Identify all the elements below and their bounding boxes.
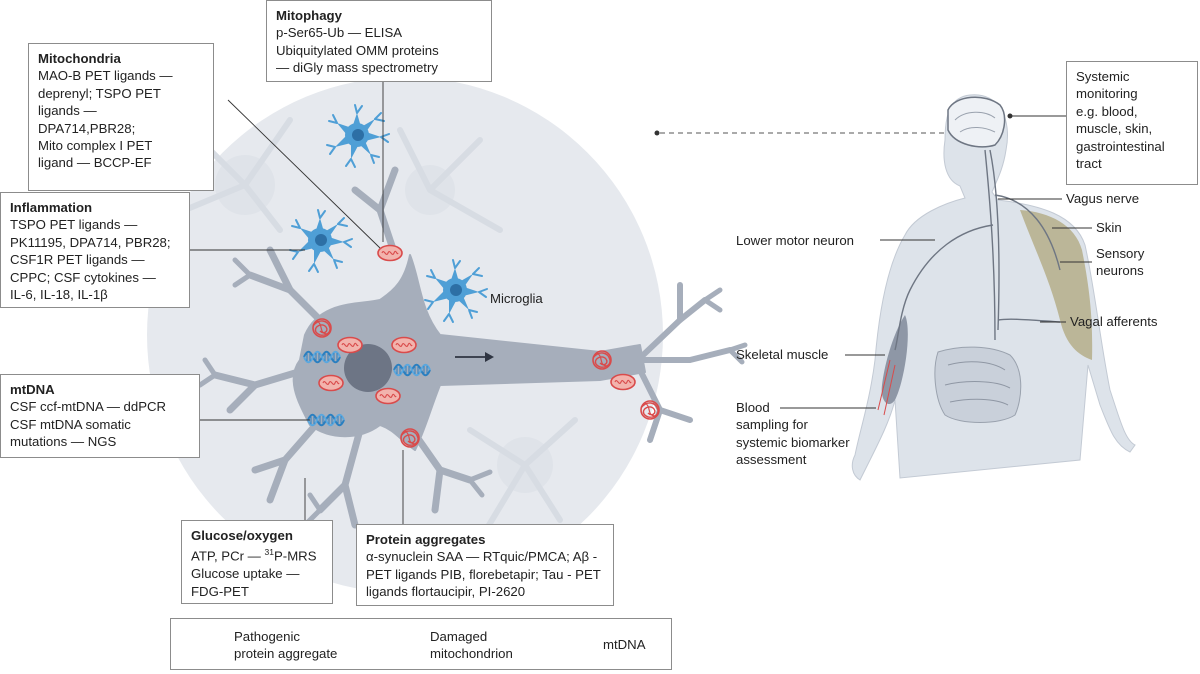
systemic-line: tract xyxy=(1076,156,1102,172)
blood-line: systemic biomarker xyxy=(736,434,850,450)
legend-mito-line: Damaged xyxy=(430,629,488,644)
mitochondria-line: DPA714,PBR28; xyxy=(38,120,136,136)
mitophagy-line: Ubiquitylated OMM proteins xyxy=(276,42,439,58)
mtdna-line: CSF ccf-mtDNA — ddPCR xyxy=(10,399,167,415)
mitophagy-line: p-Ser65-Ub — ELISA xyxy=(276,25,403,41)
glucose-oxygen-box: Glucose/oxygen ATP, PCr — 31P-MRS Glucos… xyxy=(181,520,333,604)
inflammation-line: CSF1R PET ligands — xyxy=(10,252,145,268)
glucose-line-1-sup: 31 xyxy=(264,547,274,558)
glucose-line-1-post: P-MRS xyxy=(274,548,317,564)
inflammation-line: IL-6, IL-18, IL-1β xyxy=(10,287,108,303)
inflammation-box: Inflammation TSPO PET ligands — PK11195,… xyxy=(0,192,190,308)
mitochondrion xyxy=(610,373,636,391)
systemic-line: monitoring xyxy=(1076,86,1138,102)
glucose-title: Glucose/oxygen xyxy=(191,528,293,543)
mitophagy-line: — diGly mass spectrometry xyxy=(276,60,438,76)
human-body xyxy=(851,94,1136,481)
blood-line: Blood xyxy=(736,400,770,415)
mitochondrion xyxy=(377,244,403,262)
glucose-line-1-pre: ATP, PCr — xyxy=(191,548,265,564)
gut xyxy=(934,346,1022,423)
mitochondria-line: ligand — BCCP-EF xyxy=(38,155,152,171)
inflammation-line: PK11195, DPA714, PBR28; xyxy=(10,234,171,250)
vagal-afferents-label: Vagal afferents xyxy=(1070,314,1158,329)
inflammation-title: Inflammation xyxy=(10,200,93,215)
sensory-neurons-label: Sensory neurons xyxy=(1096,245,1144,280)
legend-aggregate-line: protein aggregate xyxy=(234,646,338,661)
protein-aggregates-box: Protein aggregates α-synuclein SAA — RTq… xyxy=(356,524,614,606)
legend: Pathogenic protein aggregate Damaged mit… xyxy=(170,618,672,670)
skin-label: Skin xyxy=(1096,220,1122,235)
blood-line: sampling for xyxy=(736,417,808,433)
systemic-line: Systemic xyxy=(1076,69,1130,84)
legend-mito-label: Damaged mitochondrion xyxy=(430,628,513,662)
legend-aggregate-label: Pathogenic protein aggregate xyxy=(234,628,337,662)
body-connectors xyxy=(780,115,1092,409)
skeletal-muscle-label: Skeletal muscle xyxy=(736,347,829,362)
mitochondrion xyxy=(391,336,417,354)
mitochondria-line: Mito complex I PET xyxy=(38,138,153,154)
mitochondrion xyxy=(318,374,344,392)
nerves xyxy=(894,149,1061,351)
protein-line: PET ligands PIB, florebetapir; Tau - PET xyxy=(366,566,601,582)
glucose-line: FDG-PET xyxy=(191,583,249,599)
mtdna-box: mtDNA CSF ccf-mtDNA — ddPCR CSF mtDNA so… xyxy=(0,374,200,458)
skin-patch xyxy=(1020,210,1093,360)
vagus-nerve-label: Vagus nerve xyxy=(1066,191,1140,206)
mitochondrion xyxy=(337,336,363,354)
connector-lines xyxy=(190,80,404,528)
glucose-line: Glucose uptake — xyxy=(191,566,300,582)
legend-aggregate-line: Pathogenic xyxy=(234,629,300,644)
protein-title: Protein aggregates xyxy=(366,532,486,547)
lower-motor-neuron-label: Lower motor neuron xyxy=(736,233,855,248)
inflammation-line: TSPO PET ligands — xyxy=(10,217,138,233)
protein-line: ligands flortaucipir, PI-2620 xyxy=(366,584,526,600)
brain xyxy=(947,96,1006,148)
mitochondria-line: deprenyl; TSPO PET xyxy=(38,85,161,101)
axon-arrow xyxy=(455,352,494,362)
systemic-monitoring-box: Systemic monitoring e.g. blood, muscle, … xyxy=(1066,61,1198,185)
systemic-line: gastrointestinal xyxy=(1076,138,1165,154)
sensory-line: Sensory xyxy=(1096,246,1145,261)
mitochondria-title: Mitochondria xyxy=(38,51,121,66)
blood-sampling-label: Blood sampling for systemic biomarker as… xyxy=(736,399,850,469)
mitophagy-title: Mitophagy xyxy=(276,8,342,23)
mitochondria-line: ligands — xyxy=(38,103,97,119)
legend-mito-line: mitochondrion xyxy=(430,646,513,661)
protein-line: α-synuclein SAA — RTquic/PMCA; Aβ - xyxy=(366,549,598,565)
mtdna-line: mutations — NGS xyxy=(10,434,117,450)
inflammation-line: CPPC; CSF cytokines — xyxy=(10,269,156,285)
legend-mtdna-label: mtDNA xyxy=(603,637,646,652)
systemic-line: muscle, skin, xyxy=(1076,121,1153,137)
microglia-label: Microglia xyxy=(490,291,543,306)
systemic-line: e.g. blood, xyxy=(1076,103,1138,119)
sensory-line: neurons xyxy=(1096,263,1144,279)
mitophagy-box: Mitophagy p-Ser65-Ub — ELISA Ubiquitylat… xyxy=(266,0,492,82)
background-neurons xyxy=(182,117,578,543)
glucose-line-1: ATP, PCr — 31P-MRS xyxy=(191,544,323,565)
mitochondria-line: MAO-B PET ligands — xyxy=(38,68,173,84)
mitochondrion xyxy=(375,387,401,405)
blood-line: assessment xyxy=(736,452,807,468)
skeletal-muscle-arm xyxy=(881,315,908,405)
mtdna-title: mtDNA xyxy=(10,382,55,397)
mitochondria-box: Mitochondria MAO-B PET ligands — depreny… xyxy=(28,43,214,191)
mtdna-line: CSF mtDNA somatic xyxy=(10,416,131,432)
neuron-nucleus xyxy=(344,344,392,392)
